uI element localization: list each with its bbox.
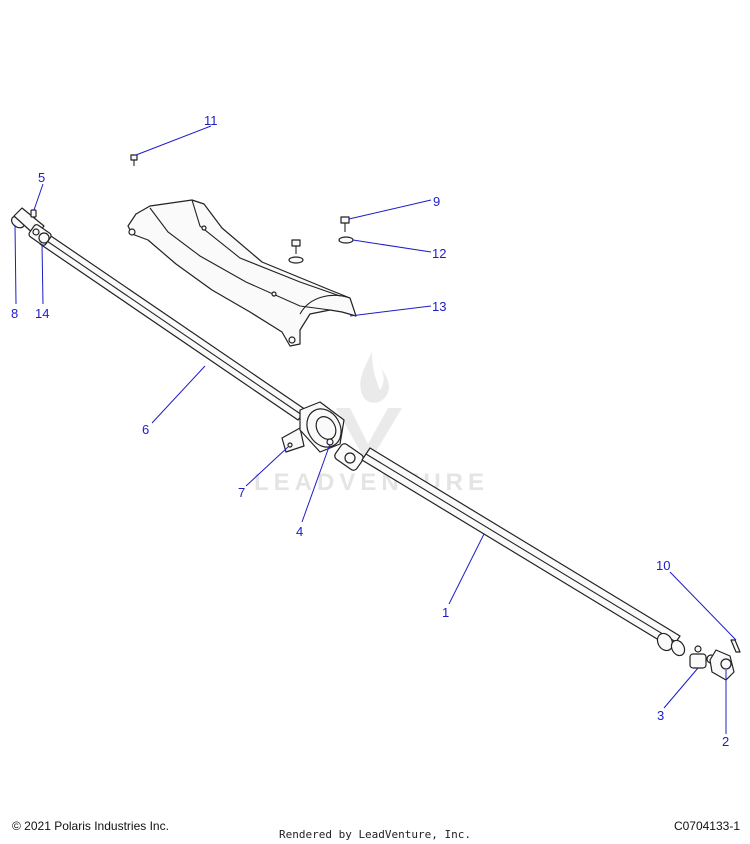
leader-lines <box>14 125 737 734</box>
part-7-center-bearing[interactable] <box>281 401 348 453</box>
watermark-flame-icon <box>360 352 389 403</box>
callout-7[interactable]: 7 <box>238 485 245 500</box>
callout-5[interactable]: 5 <box>38 170 45 185</box>
callout-10[interactable]: 10 <box>656 558 670 573</box>
part-3-u-joint[interactable] <box>689 645 716 669</box>
watermark-v-icon <box>336 408 402 458</box>
callout-numbers: 11 5 9 12 13 8 14 6 7 4 1 10 3 2 <box>11 113 729 749</box>
part-8-14-front-yoke[interactable] <box>9 207 52 246</box>
watermark-text: LEADVENTURE <box>254 469 489 496</box>
figure-id: C0704133-1 <box>673 819 740 833</box>
part-13-shaft-cover[interactable] <box>127 199 357 347</box>
rendered-by-text: Rendered by LeadVenture, Inc. <box>278 828 472 841</box>
part-12-washer[interactable] <box>338 236 354 244</box>
callout-11[interactable]: 11 <box>204 113 218 128</box>
callout-2[interactable]: 2 <box>722 734 729 749</box>
part-12-washer-b[interactable] <box>288 256 304 264</box>
callout-1[interactable]: 1 <box>442 605 449 620</box>
part-9-bolt-b[interactable] <box>291 239 301 254</box>
callout-12[interactable]: 12 <box>432 246 446 261</box>
part-2-rear-yoke[interactable] <box>709 649 735 681</box>
part-11-screw[interactable] <box>130 154 138 166</box>
callout-8[interactable]: 8 <box>11 306 18 321</box>
leadventure-watermark: LEADVENTURE <box>254 352 489 496</box>
part-4-coupler-joint[interactable] <box>326 438 365 472</box>
callout-6[interactable]: 6 <box>142 422 149 437</box>
part-5-grease-fitting[interactable] <box>30 209 37 218</box>
callout-3[interactable]: 3 <box>657 708 664 723</box>
callout-13[interactable]: 13 <box>432 299 446 314</box>
part-9-bolt[interactable] <box>340 216 350 232</box>
part-1-rear-shaft[interactable] <box>361 447 687 658</box>
callout-9[interactable]: 9 <box>433 194 440 209</box>
part-10-roll-pin[interactable] <box>730 639 741 653</box>
callout-14[interactable]: 14 <box>35 306 49 321</box>
callout-4[interactable]: 4 <box>296 524 303 539</box>
copyright-text: © 2021 Polaris Industries Inc. <box>12 819 169 833</box>
